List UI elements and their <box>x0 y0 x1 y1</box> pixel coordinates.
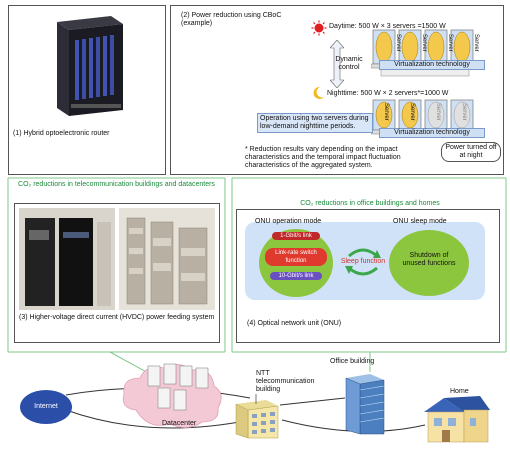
sleep-function: Sleep function <box>340 258 386 265</box>
gbit10-link: 10-Gbit/s link <box>270 272 322 280</box>
ntt-building-label: NTT telecommunication building <box>256 370 315 393</box>
server-label: Server <box>395 34 401 52</box>
updown-arrow-icon <box>330 40 344 88</box>
server-labels-day: Server Server Server Server <box>383 34 489 64</box>
gbit1-link: 1-Gbit/s link <box>272 232 320 240</box>
daytime-label: Daytime: 500 W × 3 servers =1500 W <box>329 23 446 30</box>
cboc-panel: (2) Power reduction using CBoC (example)… <box>170 5 504 175</box>
hvdc-photos <box>19 208 215 310</box>
server-label: Server <box>461 103 467 121</box>
hvdc-panel: (3) Higher-voltage direct current (HVDC)… <box>14 203 220 343</box>
server-label: Server <box>473 34 479 52</box>
nighttime-label: Nighttime: 500 W × 2 servers*=1000 W <box>327 90 449 97</box>
power-off-note: Power turned off at night <box>441 142 501 162</box>
virtualization-label-night: Virtualization technology <box>379 128 485 138</box>
footnote: * Reduction results vary depending on th… <box>245 146 401 169</box>
moon-icon <box>313 86 324 99</box>
server-units-day <box>372 29 474 65</box>
datacenter-label: Datacenter <box>162 420 197 427</box>
office-heading: CO₂ reductions in office buildings and h… <box>300 200 440 207</box>
telecom-heading: CO₂ reductions in telecommunication buil… <box>18 181 215 188</box>
onu-sleep-circle <box>389 230 469 296</box>
office-building <box>345 374 385 435</box>
onu-sleep-label: ONU sleep mode <box>393 218 447 225</box>
virtualization-label-day: Virtualization technology <box>379 60 485 70</box>
onu-operation-label: ONU operation mode <box>255 218 322 225</box>
server-label: Server <box>383 103 389 121</box>
router-panel: (1) Hybrid optoelectronic router <box>8 5 166 175</box>
office-building-label: Office building <box>330 358 375 365</box>
server-label: Server <box>409 103 415 121</box>
cboc-title: (2) Power reduction using CBoC (example) <box>181 12 282 27</box>
ntt-building <box>235 394 279 439</box>
dynamic-control-label: Dynamic control <box>335 56 363 71</box>
server-label: Server <box>435 103 441 121</box>
onu-caption: (4) Optical network unit (ONU) <box>247 320 342 327</box>
router-caption: (1) Hybrid optoelectronic router <box>13 130 110 137</box>
router-illustration <box>57 16 123 116</box>
home-label: Home <box>450 388 469 395</box>
link-rate-switch: Link-rate switch function <box>265 248 327 266</box>
cycle-arrow-icon <box>345 248 381 276</box>
onu-panel: ONU operation mode ONU sleep mode 1-Gbit… <box>236 209 500 343</box>
datacenter-cloud <box>122 363 222 428</box>
sun-icon <box>311 20 327 36</box>
server-labels-night: Server Server Server Server <box>383 103 489 131</box>
shutdown-label: Shutdown of unused functions <box>402 252 456 267</box>
server-label: Server <box>447 34 453 52</box>
hvdc-caption: (3) Higher-voltage direct current (HVDC)… <box>19 314 215 321</box>
internet-cloud <box>20 390 72 424</box>
home-house <box>424 396 490 443</box>
operation-note: Operation using two servers during low-d… <box>257 113 373 133</box>
server-label: Server <box>421 34 427 52</box>
internet-label: Internet <box>34 403 58 410</box>
